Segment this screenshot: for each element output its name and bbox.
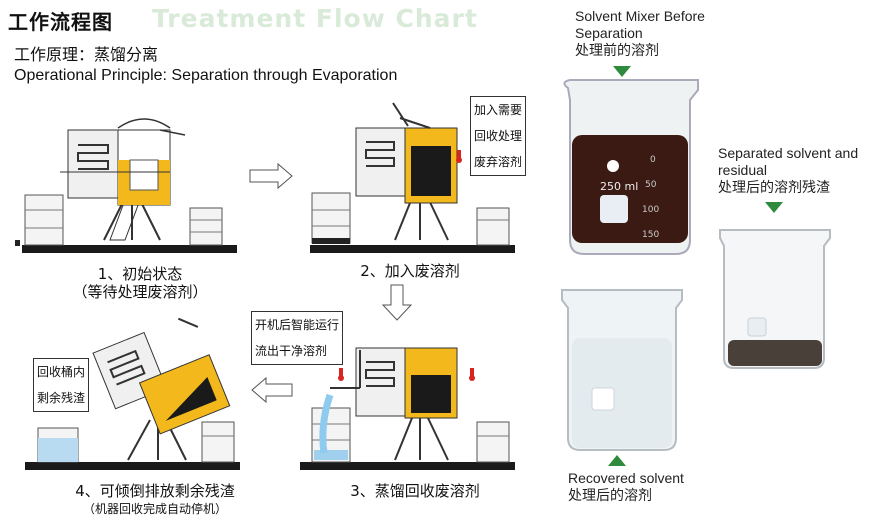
- step-4-caption: 4、可倾倒排放剩余残渣 （机器回收完成自动停机）: [40, 482, 270, 518]
- principle-english: Operational Principle: Separation throug…: [14, 67, 398, 84]
- note-line: 回收桶内: [37, 365, 86, 379]
- pointer-down-icon: [765, 202, 783, 213]
- pointer-up-icon: [608, 455, 626, 466]
- step-1-subtitle: （等待处理废溶剂）: [72, 283, 208, 301]
- step-2-machine: [310, 102, 515, 253]
- title-english: Treatment Flow Chart: [152, 4, 478, 33]
- label-recovered-en: Recovered solvent: [568, 470, 684, 486]
- step-4-title: 4、可倾倒排放剩余残渣: [75, 482, 235, 500]
- step-3-title: 3、蒸馏回收废溶剂: [350, 482, 480, 500]
- step-3-machine: [300, 347, 515, 470]
- step-2-title: 2、加入废溶剂: [360, 262, 460, 280]
- note-residue: 回收桶内 剩余残渣: [33, 358, 90, 412]
- step-3-caption: 3、蒸馏回收废溶剂: [310, 482, 520, 500]
- drum-left-icon: [311, 407, 351, 463]
- step-4-machine: [25, 317, 240, 470]
- drum-left-icon: [37, 427, 79, 463]
- step-2-caption: 2、加入废溶剂: [320, 262, 500, 280]
- note-line: 剩余残渣: [37, 391, 86, 405]
- drum-right-icon: [201, 421, 235, 463]
- label-recovered: Recovered solvent 处理后的溶剂: [568, 470, 738, 504]
- pointer-down-icon: [613, 66, 631, 77]
- label-before: Solvent Mixer Before Separation 处理前的溶剂: [575, 8, 745, 59]
- flow-arrow-down: [381, 284, 413, 321]
- flow-arrow-left: [251, 376, 293, 404]
- note-line: 加入需要: [474, 103, 523, 117]
- drum-right-icon: [189, 207, 223, 246]
- title-chinese: 工作流程图: [8, 10, 113, 34]
- note-line: 流出干净溶剂: [255, 344, 328, 358]
- drum-right-icon: [476, 207, 510, 246]
- step-1-machine: [15, 118, 237, 253]
- principle-chinese: 工作原理：蒸馏分离: [14, 45, 159, 64]
- drum-left-icon: [24, 194, 64, 246]
- step-1-title: 1、初始状态: [97, 265, 183, 283]
- label-residue: Separated solvent and residual 处理后的溶剂残渣: [718, 145, 878, 196]
- step-4-subtitle: （机器回收完成自动停机）: [82, 502, 227, 516]
- note-line: 废弃溶剂: [474, 155, 523, 169]
- note-line: 回收处理: [474, 129, 523, 143]
- step-1-caption: 1、初始状态 （等待处理废溶剂）: [40, 265, 240, 301]
- label-residue-zh: 处理后的溶剂残渣: [718, 179, 830, 195]
- flow-arrow-right: [249, 162, 293, 190]
- note-add-solvent: 加入需要 回收处理 废弃溶剂: [470, 96, 527, 176]
- label-residue-en: Separated solvent and residual: [718, 145, 859, 178]
- label-before-zh: 处理前的溶剂: [575, 42, 659, 58]
- label-before-en: Solvent Mixer Before Separation: [575, 8, 705, 41]
- note-line: 开机后智能运行: [255, 318, 340, 332]
- drum-left-icon: [311, 192, 351, 244]
- note-auto-run: 开机后智能运行 流出干净溶剂: [251, 311, 344, 365]
- drum-right-icon: [476, 421, 510, 463]
- label-recovered-zh: 处理后的溶剂: [568, 487, 652, 503]
